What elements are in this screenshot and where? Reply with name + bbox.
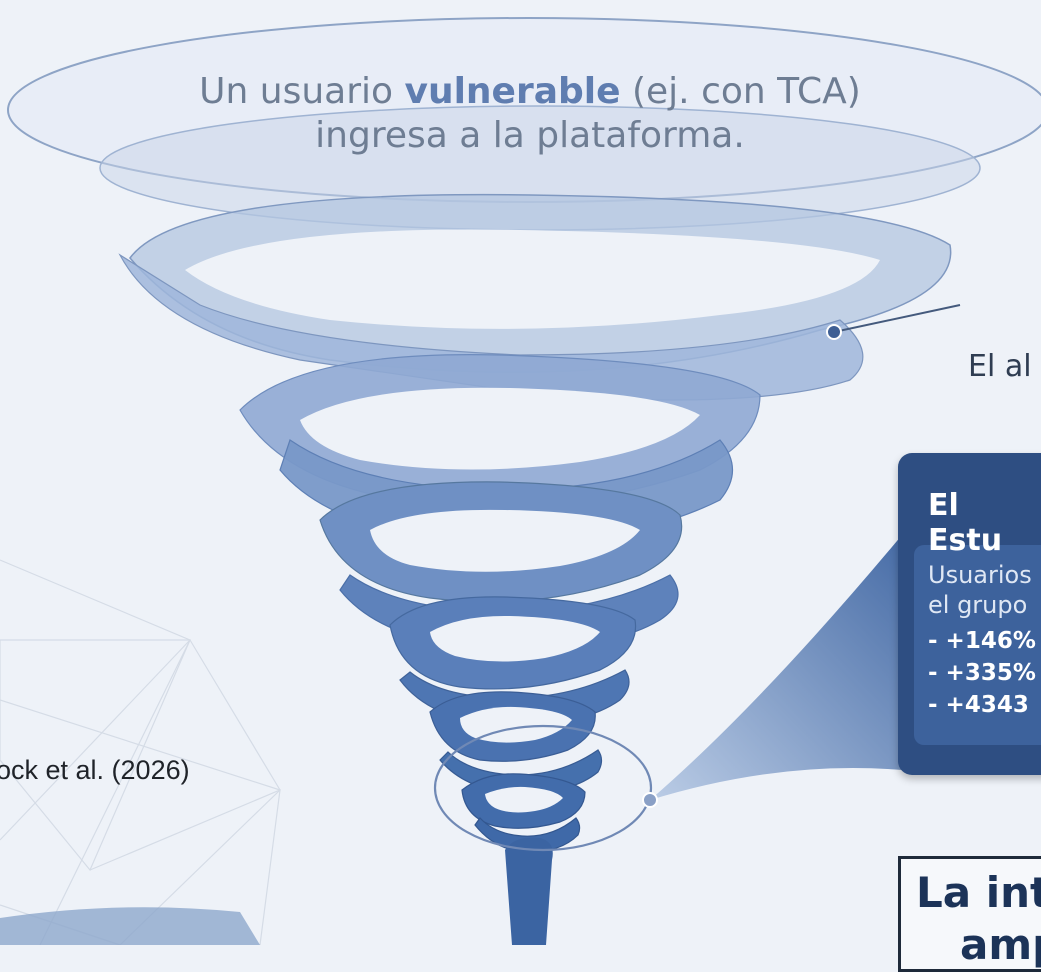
algorithm-connector-line xyxy=(833,304,961,333)
study-body-line-2: el grupo xyxy=(928,591,1028,619)
background-network-lines xyxy=(0,559,281,945)
study-body: Usuarios el grupo xyxy=(928,560,1032,620)
intro-caption: Un usuario vulnerable (ej. con TCA) ingr… xyxy=(180,70,880,158)
study-stat: - +4343 xyxy=(928,692,1029,718)
citation: ock et al. (2026) xyxy=(0,755,190,785)
algorithm-connector-dot xyxy=(826,324,842,340)
intro-before: Un usuario xyxy=(199,71,405,112)
study-stat: - +335% xyxy=(928,660,1036,686)
spiral-bands xyxy=(7,17,1041,945)
study-stat: - +146% xyxy=(928,628,1036,654)
study-stats: - +146% - +335% - +4343 xyxy=(928,625,1036,721)
conclusion-line-1: La inte xyxy=(916,868,1041,917)
intro-highlight: vulnerable xyxy=(404,71,621,112)
intro-line-2: ingresa a la plataforma. xyxy=(315,115,745,156)
algorithm-note-line-1: El al xyxy=(968,349,1032,384)
study-card-inner xyxy=(914,545,1041,745)
focus-circle xyxy=(433,724,653,852)
bottom-wave xyxy=(0,907,260,945)
spiral-funnel-diagram xyxy=(0,17,1041,945)
callout-anchor-dot xyxy=(642,792,658,808)
study-title: El Estu xyxy=(928,488,1003,558)
intro-after: (ej. con TCA) xyxy=(620,71,861,112)
callout-wedge xyxy=(650,535,902,800)
study-body-line-1: Usuarios xyxy=(928,561,1032,589)
intro-line-1: Un usuario vulnerable (ej. con TCA) xyxy=(180,70,880,114)
